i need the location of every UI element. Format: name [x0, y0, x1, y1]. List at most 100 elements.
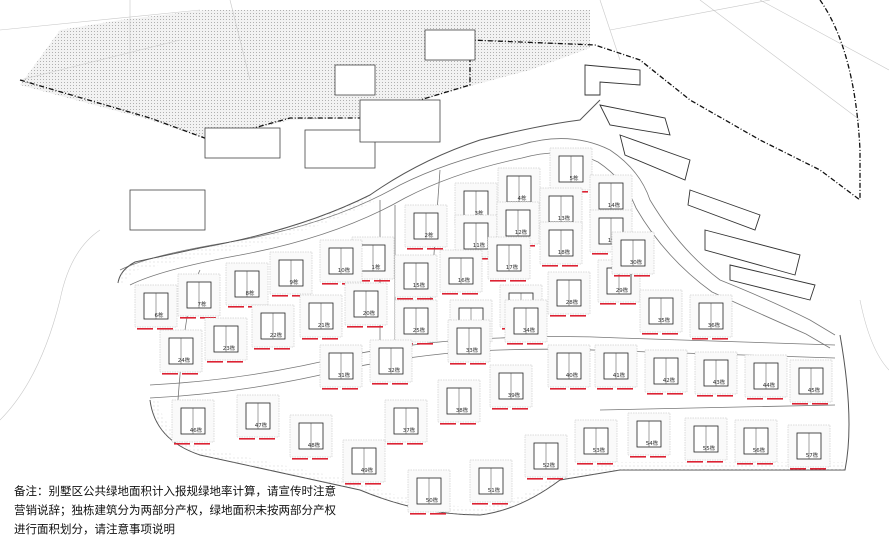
villa-building: 40栋: [547, 344, 591, 390]
villa-building: 52栋: [524, 434, 568, 480]
remark-line: 营销说辞；独栋建筑分为两部分产权，绿地面积未按两部分产权: [14, 503, 336, 517]
area-tag: [512, 408, 528, 410]
villa-yard: [504, 299, 548, 343]
villa-building: 42栋: [644, 349, 688, 395]
area-tag: [460, 423, 476, 425]
villa-label: 39栋: [508, 391, 521, 399]
villa-building: 31栋: [319, 344, 363, 390]
villa-building: 56栋: [734, 419, 778, 465]
villa-building: 32栋: [369, 339, 413, 385]
area-tag: [687, 461, 703, 463]
area-tag: [790, 468, 806, 470]
area-tag: [490, 280, 506, 282]
area-tag: [194, 443, 210, 445]
villa-building: 46栋: [171, 399, 215, 445]
villa-building: 47栋: [236, 394, 280, 440]
existing-buildings-top: [129, 29, 476, 231]
area-tag: [620, 303, 636, 305]
villa-building: 39栋: [489, 364, 533, 410]
villa-label: 3栋: [475, 209, 484, 217]
area-tag: [180, 317, 196, 319]
villa-label: 29栋: [616, 286, 629, 294]
villa-label: 50栋: [426, 496, 439, 504]
villa-label: 12栋: [515, 228, 528, 236]
area-tag: [407, 248, 423, 250]
villa-label: 23栋: [223, 344, 236, 352]
villa-label: 20栋: [363, 309, 376, 317]
villa-label: 47栋: [255, 421, 268, 429]
villa-building: 21栋: [299, 294, 343, 340]
villa-building: 25栋: [394, 299, 438, 345]
area-tag: [717, 395, 733, 397]
villa-label: 11栋: [473, 241, 486, 249]
villa-label: 48栋: [308, 441, 321, 449]
villa-label: 44栋: [763, 381, 776, 389]
villa-label: 10栋: [338, 266, 351, 274]
area-tag: [697, 395, 713, 397]
area-tag: [647, 393, 663, 395]
neighbor-hatched-area: [20, 10, 590, 140]
villa-building: 54栋: [627, 412, 671, 458]
area-tag: [427, 248, 443, 250]
area-tag: [650, 456, 666, 458]
villa-label: 25栋: [413, 326, 426, 334]
area-tag: [614, 275, 630, 277]
area-tag: [174, 443, 190, 445]
villa-label: 2栋: [425, 231, 434, 239]
area-tag: [527, 343, 543, 345]
villa-label: 18栋: [558, 248, 571, 256]
area-tag: [312, 458, 328, 460]
area-tag: [810, 468, 826, 470]
area-tag: [562, 265, 578, 267]
area-tag: [527, 478, 543, 480]
area-tag: [492, 503, 508, 505]
area-tag: [182, 373, 198, 375]
remark-line: 备注：别墅区公共绿地面积计入报规绿地率计算，请宣传时注意: [14, 484, 336, 498]
villa-label: 55栋: [703, 444, 716, 452]
villa-label: 21栋: [318, 321, 331, 329]
area-tag: [597, 463, 613, 465]
area-tag: [227, 361, 243, 363]
villa-building: 41栋: [594, 344, 638, 390]
villa-label: 45栋: [808, 386, 821, 394]
area-tag: [510, 280, 526, 282]
villa-label: 1栋: [372, 263, 381, 271]
villa-building: 18栋: [539, 221, 583, 267]
villa-label: 41栋: [613, 371, 626, 379]
villa-building: 28栋: [547, 271, 591, 317]
villa-building: 20栋: [344, 282, 388, 328]
villa-building: 22栋: [251, 304, 295, 350]
villa-label: 37栋: [403, 426, 416, 434]
area-tag: [365, 483, 381, 485]
area-tag: [707, 461, 723, 463]
villa-building: 50栋: [407, 469, 451, 515]
area-tag: [345, 483, 361, 485]
villa-building: 55栋: [684, 417, 728, 463]
area-tag: [162, 373, 178, 375]
area-tag: [634, 275, 650, 277]
villa-yard: [344, 282, 388, 326]
villa-label: 52栋: [543, 461, 556, 469]
villa-building: 15栋: [394, 254, 438, 300]
area-tag: [450, 363, 466, 365]
villa-building: 2栋: [404, 204, 448, 250]
villa-label: 43栋: [713, 378, 726, 386]
area-tag: [542, 265, 558, 267]
villa-label: 14栋: [608, 201, 621, 209]
area-tag: [712, 338, 728, 340]
area-tag: [274, 348, 290, 350]
villa-label: 36栋: [708, 321, 721, 329]
area-tag: [747, 398, 763, 400]
background-lines: [0, 0, 889, 421]
area-tag: [600, 303, 616, 305]
area-tag: [430, 513, 446, 515]
villa-label: 16栋: [458, 276, 471, 284]
villa-building: 23栋: [204, 317, 248, 363]
villa-building: 8栋: [225, 262, 269, 308]
hedges: [118, 195, 845, 515]
villa-label: 8栋: [246, 289, 255, 297]
villa-building: 49栋: [342, 439, 386, 485]
area-tag: [812, 403, 828, 405]
villa-building: 30栋: [611, 231, 655, 277]
